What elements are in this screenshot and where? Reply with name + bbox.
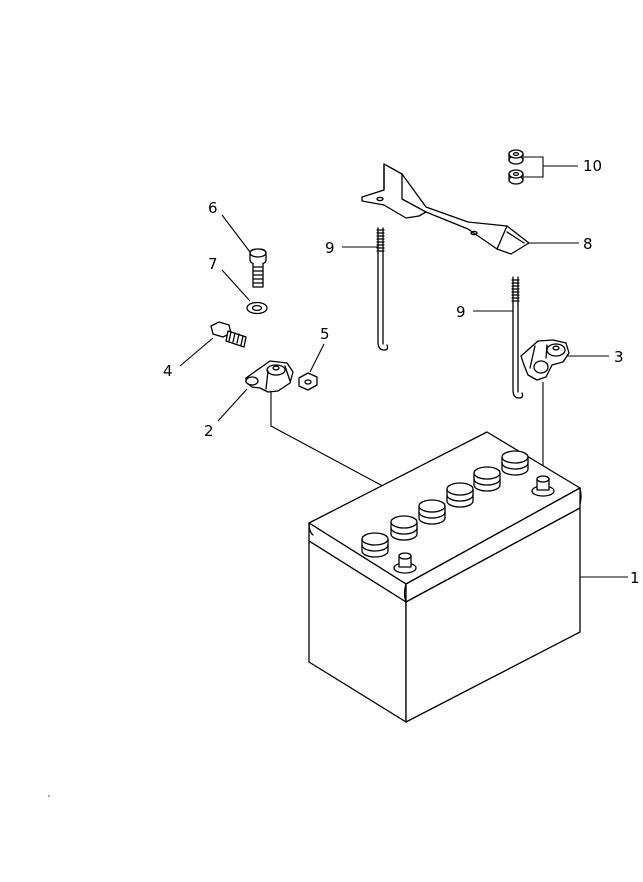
scan-speck: [48, 795, 50, 797]
part-10-nuts: [508, 149, 524, 185]
part-2-terminal: [245, 360, 294, 393]
battery-cell-caps: [361, 450, 529, 558]
callout-8: 8: [583, 235, 593, 253]
callout-9-right: 9: [456, 303, 466, 321]
callout-7: 7: [208, 255, 218, 273]
callout-6: 6: [208, 199, 218, 217]
leader-10: [524, 156, 578, 178]
leader-6: [221, 214, 251, 253]
leader-2: [217, 388, 248, 422]
part-4-bolt: [210, 321, 247, 348]
part-9-rod-left: [376, 227, 389, 351]
leader-5: [309, 343, 325, 373]
callout-5: 5: [320, 325, 330, 343]
callout-1: 1: [630, 569, 640, 587]
part-1-battery: [308, 431, 582, 723]
leader-4: [179, 337, 214, 367]
part-8-bracket: [361, 163, 530, 255]
part-6-bolt: [249, 248, 267, 288]
part-3-terminal: [520, 339, 570, 381]
callout-2: 2: [204, 422, 214, 440]
callout-9-left: 9: [325, 239, 335, 257]
callout-3: 3: [614, 348, 624, 366]
part-9-rod-right: [511, 276, 524, 399]
battery-terminal-posts: [393, 475, 555, 574]
part-5-nut: [298, 372, 318, 391]
part-7-washer: [246, 301, 268, 315]
callout-10: 10: [583, 157, 602, 175]
callout-4: 4: [163, 362, 173, 380]
leader-7: [221, 269, 251, 302]
